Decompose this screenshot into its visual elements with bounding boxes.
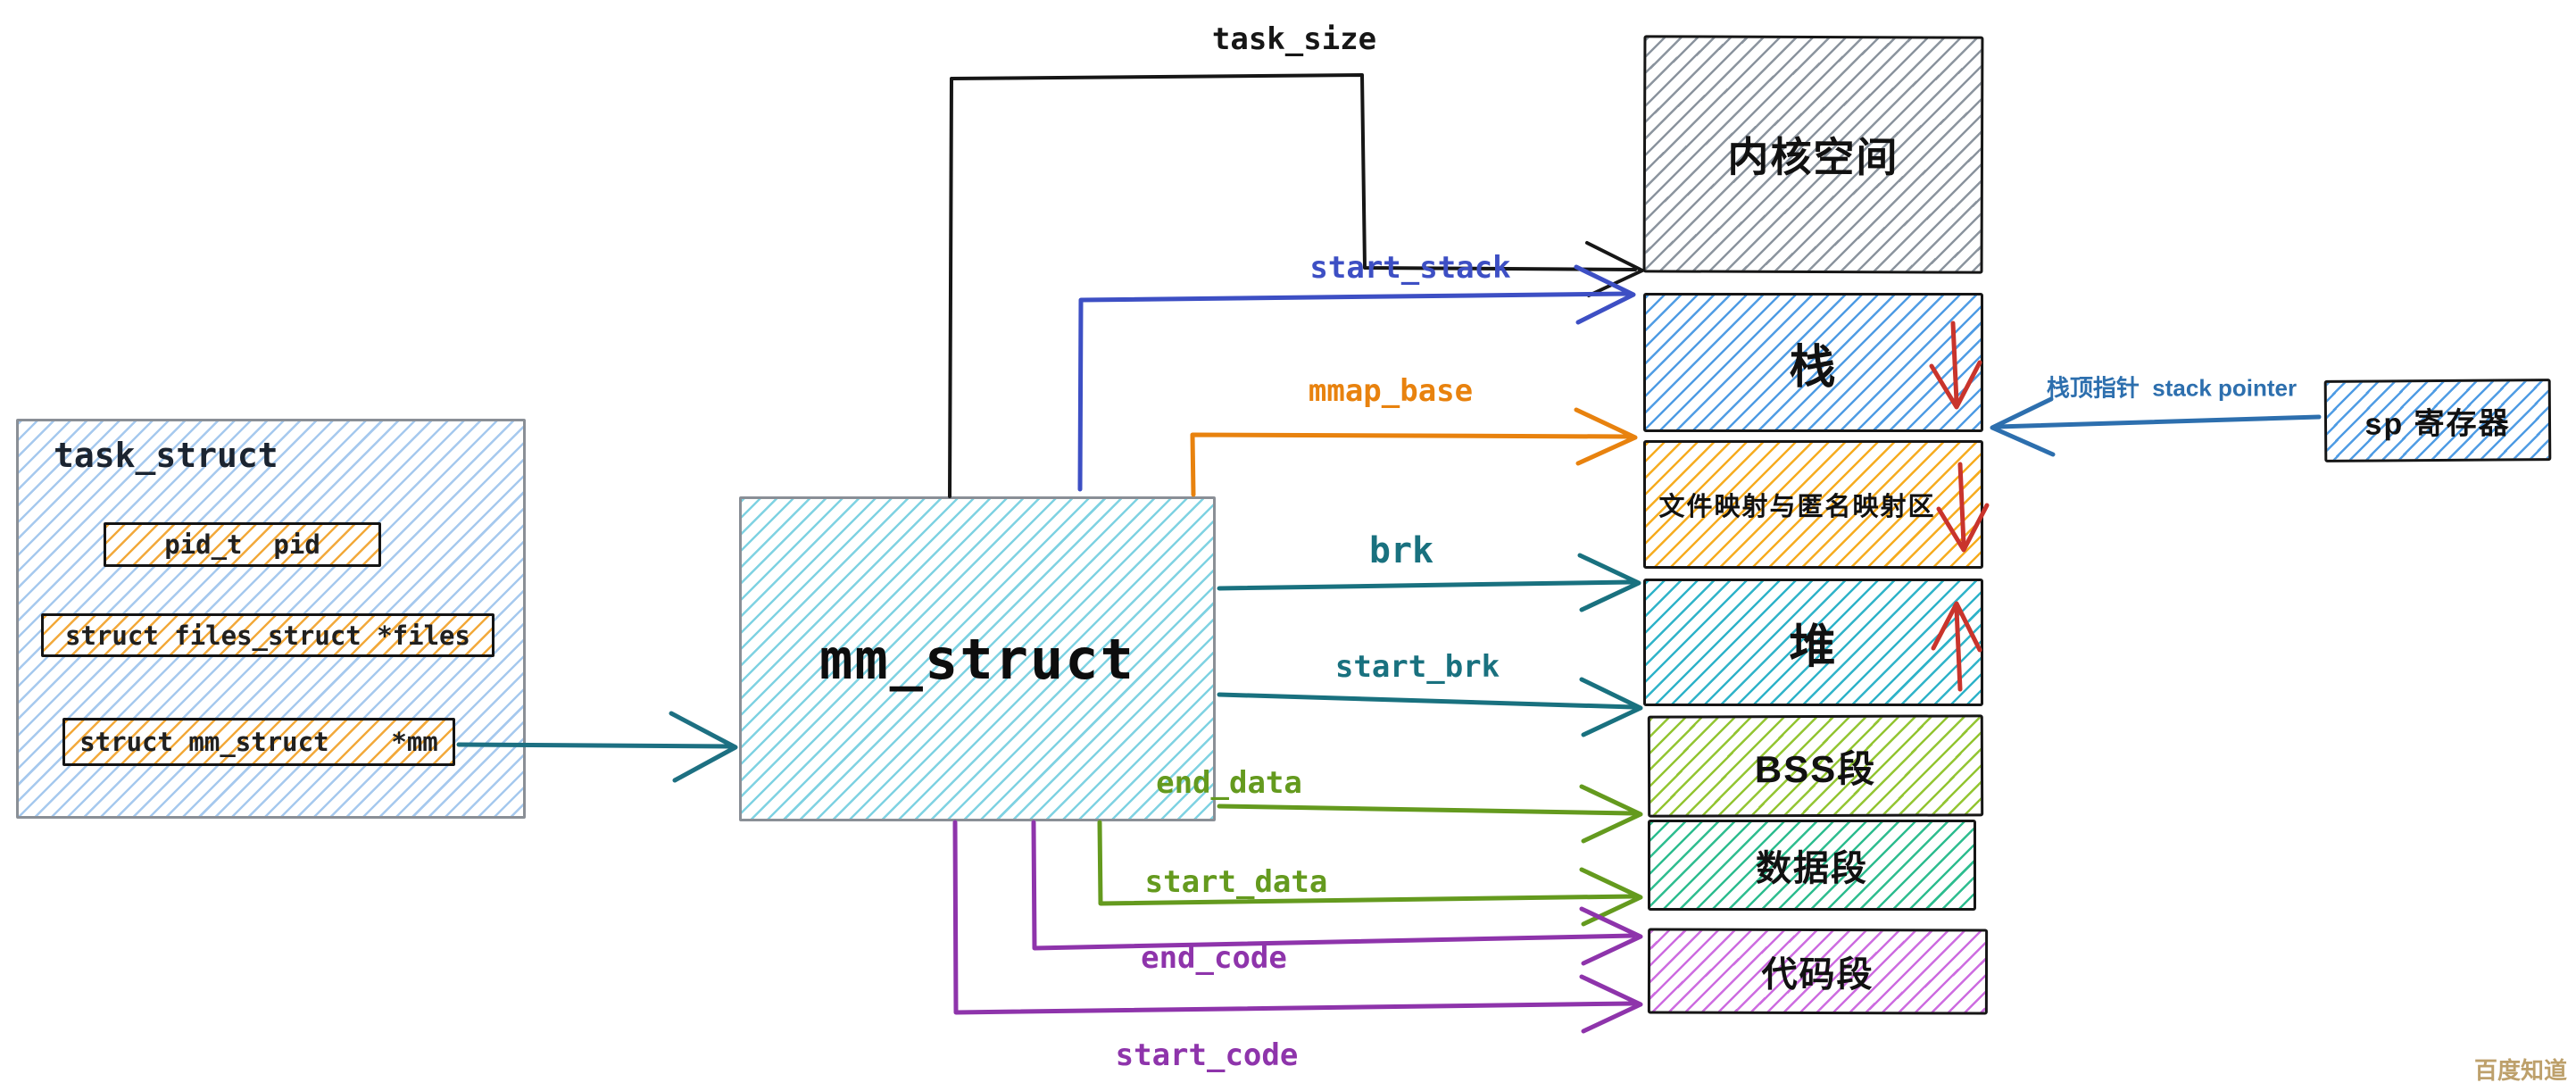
arrow-sp-to-stack <box>1990 396 2322 457</box>
field-mm-text: struct mm_struct *mm <box>79 727 438 757</box>
sp-register-box: sp 寄存器 <box>2323 379 2552 462</box>
field-pid-text: pid_t pid <box>164 529 320 560</box>
label-mmap-base: mmap_base <box>1308 373 1474 409</box>
field-mm: struct mm_struct *mm <box>62 718 455 766</box>
segment-mmap-area: 文件映射与匿名映射区 <box>1643 440 1983 569</box>
segment-data-label: 数据段 <box>1756 849 1868 888</box>
segment-kernel-space: 内核空间 <box>1642 35 1984 274</box>
segment-mmap-area-label: 文件映射与匿名映射区 <box>1658 493 1936 521</box>
segment-heap: 堆 <box>1643 579 1983 706</box>
arrow-start-brk <box>1217 677 1643 737</box>
label-brk: brk <box>1368 530 1434 571</box>
arrow-mmap-base <box>1190 407 1638 497</box>
segment-code-label: 代码段 <box>1761 954 1874 995</box>
field-files: struct files_struct *files <box>41 613 494 657</box>
arrow-end-code <box>1031 820 1643 966</box>
arrow-start-code <box>952 820 1643 1034</box>
mm-struct-title: mm_struct <box>819 626 1135 692</box>
mm-struct-box: mm_struct <box>739 496 1216 821</box>
label-start-stack: start_stack <box>1309 250 1511 286</box>
label-task-size: task_size <box>1211 21 1377 57</box>
arrow-task-size <box>948 73 1644 498</box>
field-files-text: struct files_struct *files <box>65 620 470 651</box>
segment-code: 代码段 <box>1647 928 1989 1015</box>
segment-bss: BSS段 <box>1647 714 1984 818</box>
label-stack-pointer-note: 栈顶指针 stack pointer <box>2046 374 2298 402</box>
segment-kernel-space-label: 内核空间 <box>1727 133 1899 181</box>
field-pid: pid_t pid <box>104 522 381 567</box>
label-start-brk: start_brk <box>1334 649 1500 685</box>
label-end-code: end_code <box>1141 940 1287 976</box>
watermark: 百度知道 <box>2473 1057 2567 1084</box>
label-end-data: end_data <box>1156 765 1302 801</box>
segment-heap-label: 堆 <box>1789 621 1838 673</box>
sp-register-label: sp 寄存器 <box>2364 405 2511 442</box>
segment-stack-label: 栈 <box>1789 341 1838 394</box>
label-start-code: start_code <box>1115 1037 1299 1073</box>
label-start-data: start_data <box>1144 864 1328 900</box>
segment-data: 数据段 <box>1648 820 1976 911</box>
segment-bss-label: BSS段 <box>1754 747 1877 790</box>
task-struct-title: task_struct <box>54 436 278 475</box>
segment-stack: 栈 <box>1643 293 1983 432</box>
